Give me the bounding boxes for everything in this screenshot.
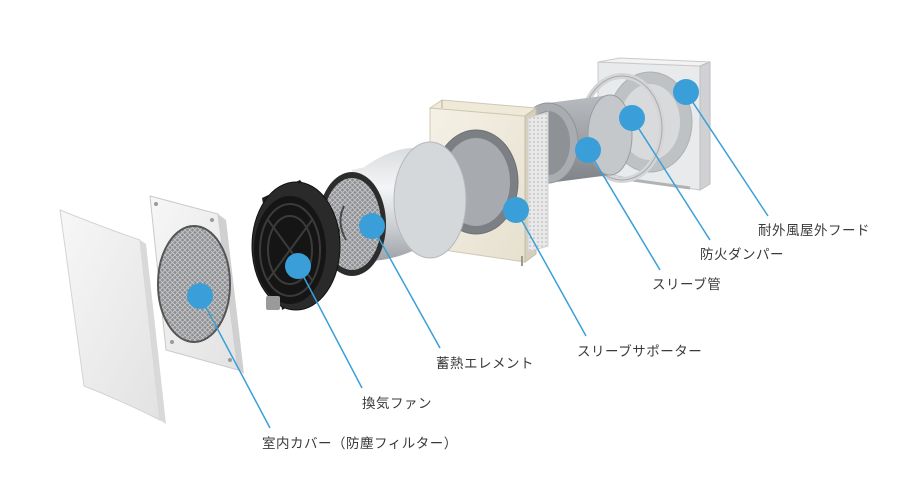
callout-dot-outdoor-hood <box>673 79 699 105</box>
label-heat-element: 蓄熱エレメント <box>436 356 534 372</box>
leader-line-fan <box>297 265 363 389</box>
leader-line-sleeve-pipe <box>587 149 661 271</box>
leader-line-fire-damper <box>631 117 711 241</box>
indoor-cover-panel <box>59 209 166 424</box>
callout-dot-fire-damper <box>619 105 645 131</box>
label-outdoor-hood: 耐外風屋外フード <box>758 223 870 239</box>
callout-dots <box>187 79 699 309</box>
label-fire-damper: 防火ダンパー <box>700 247 784 263</box>
leader-line-heat-element <box>371 225 441 349</box>
callout-dot-heat-element <box>359 213 385 239</box>
callout-dot-sleeve-supporter <box>503 197 529 223</box>
leader-line-outdoor-hood <box>685 91 769 217</box>
label-fan: 換気ファン <box>362 396 432 412</box>
label-sleeve-supporter: スリーブサポーター <box>577 344 703 360</box>
ventilation-fan <box>251 180 341 311</box>
leader-line-sleeve-supporter <box>515 209 587 337</box>
label-indoor-cover: 室内カバー（防塵フィルター） <box>262 436 458 452</box>
callout-dot-indoor-cover <box>187 283 213 309</box>
callout-dot-sleeve-pipe <box>575 137 601 163</box>
label-sleeve-pipe: スリーブ管 <box>652 277 722 293</box>
callout-dot-fan <box>285 253 311 279</box>
leader-lines <box>199 91 769 429</box>
leader-line-indoor-cover <box>199 295 271 429</box>
heat-storage-element <box>318 141 467 276</box>
